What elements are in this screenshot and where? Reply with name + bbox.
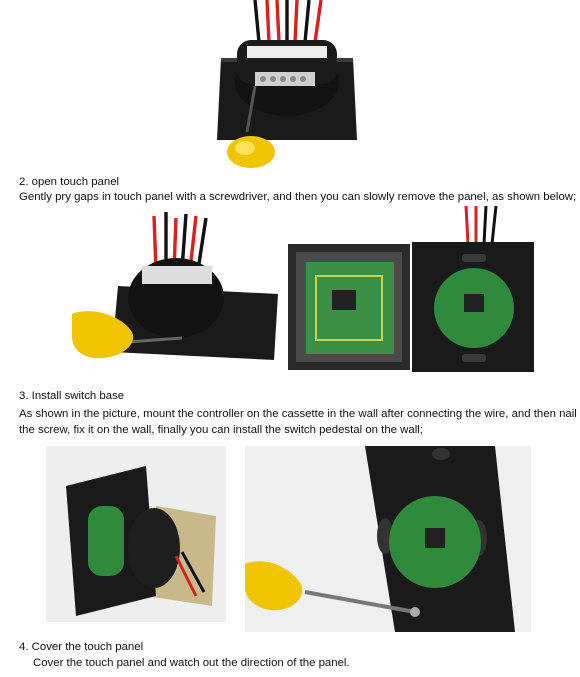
step-3-heading: 3. Install switch base: [19, 390, 125, 402]
photo-controller-screwdriver: [207, 0, 367, 172]
step-3-body-line: As shown in the picture, mount the contr…: [19, 408, 577, 420]
step-2-body-line: Gently pry gaps in touch panel with a sc…: [19, 191, 577, 203]
photo-base-in-cassette: [46, 446, 226, 622]
step-2-heading: 2. open touch panel: [19, 176, 120, 188]
photo-fix-on-wall: [245, 446, 531, 632]
step-3-body-line: the screw, fix it on the wall, finally y…: [19, 424, 423, 436]
photo-opened-panel: [286, 206, 536, 374]
step-4-heading: 4. Cover the touch panel: [19, 641, 144, 653]
photo-prying-panel: [72, 206, 282, 374]
step-4-body-line: Cover the touch panel and watch out the …: [33, 657, 350, 669]
